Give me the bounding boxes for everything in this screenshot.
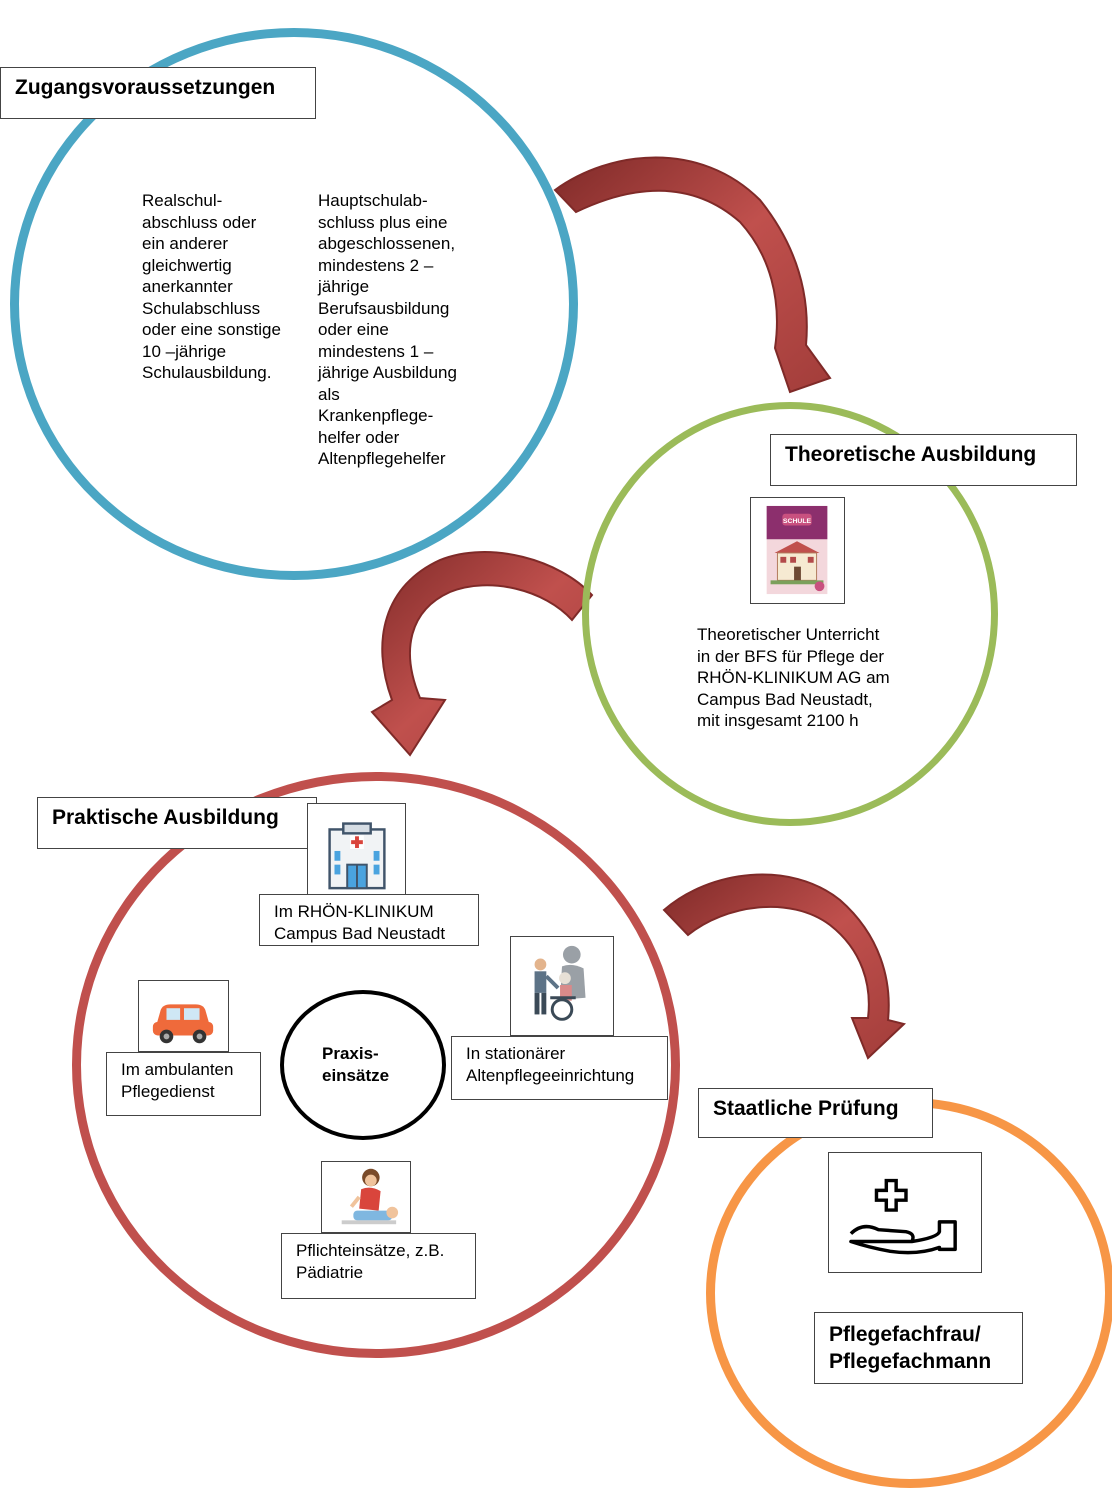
wheelchair-care-icon	[510, 936, 614, 1036]
practice-title: Praktische Ausbildung	[37, 797, 317, 849]
access-requirements-ring	[10, 28, 578, 580]
access-title: Zugangsvoraussetzungen	[0, 67, 316, 119]
theory-ring	[582, 402, 998, 826]
site-ambulatory-label: Im ambulanten Pflegedienst	[106, 1052, 261, 1116]
school-book-label: SCHULE	[783, 518, 812, 525]
site-elderly-care-label: In stationärer Altenpflegeeinrichtung	[451, 1036, 668, 1100]
theory-title-text: Theoretische Ausbildung	[785, 443, 1037, 466]
arrow-practice-to-exam	[662, 873, 907, 1060]
car-icon	[138, 980, 229, 1052]
exam-title: Staatliche Prüfung	[698, 1088, 933, 1138]
access-title-text: Zugangsvoraussetzungen	[15, 76, 276, 99]
practice-title-text: Praktische Ausbildung	[52, 806, 279, 829]
exam-result: Pflegefachfrau/ Pflegefachmann	[814, 1312, 1023, 1384]
practice-center-label: Praxis- einsätze	[322, 1044, 390, 1085]
theory-title: Theoretische Ausbildung	[770, 434, 1077, 486]
site-mandatory-label: Pflichteinsätze, z.B. Pädiatrie	[281, 1233, 476, 1299]
child-care-icon	[321, 1161, 411, 1233]
practice-center-circle	[280, 990, 446, 1140]
site-hospital-label: Im RHÖN-KLINIKUM Campus Bad Neustadt	[259, 894, 479, 946]
arrow-access-to-theory	[553, 156, 832, 394]
hand-cross-icon	[828, 1152, 982, 1273]
theory-description: Theoretischer Unterricht in der BFS für …	[697, 625, 890, 730]
hospital-icon	[307, 803, 406, 895]
access-option-left: Realschul- abschluss oder ein anderer gl…	[142, 191, 281, 382]
practice-ring	[72, 772, 680, 1358]
exam-title-text: Staatliche Prüfung	[713, 1097, 899, 1120]
access-option-right: Hauptschulab- schluss plus eine abgeschl…	[318, 191, 457, 468]
arrow-theory-to-practice	[370, 551, 594, 757]
school-book-icon: SCHULE	[750, 497, 845, 604]
